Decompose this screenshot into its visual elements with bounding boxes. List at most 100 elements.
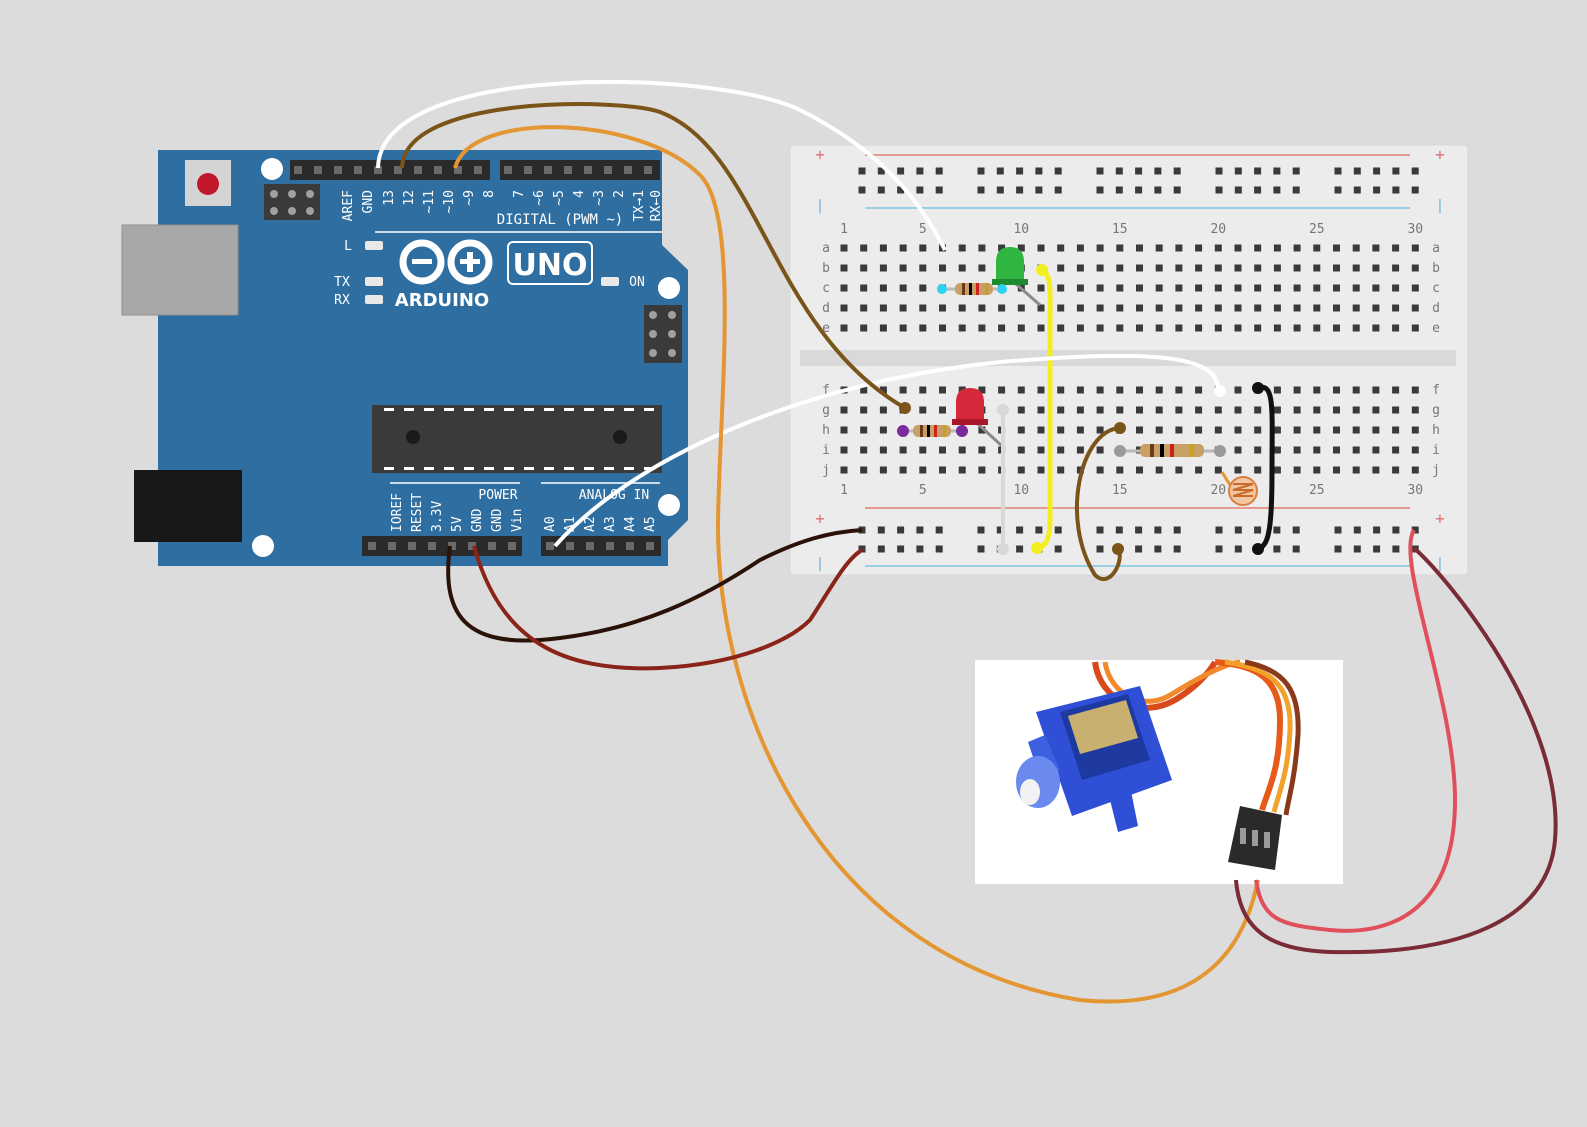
- breadboard-hole[interactable]: [899, 304, 907, 312]
- breadboard-hole[interactable]: [1352, 426, 1360, 434]
- breadboard-hole[interactable]: [1333, 386, 1340, 394]
- breadboard-hole[interactable]: [1057, 264, 1065, 272]
- header-pin[interactable]: [394, 166, 402, 174]
- breadboard-hole[interactable]: [1352, 244, 1360, 252]
- breadboard-hole[interactable]: [1254, 466, 1262, 474]
- breadboard-hole[interactable]: [1175, 426, 1183, 434]
- breadboard-hole[interactable]: [1254, 244, 1262, 252]
- breadboard-hole[interactable]: [1411, 386, 1419, 394]
- breadboard-hole[interactable]: [919, 264, 927, 272]
- breadboard-hole[interactable]: [1057, 406, 1065, 414]
- breadboard-hole[interactable]: [1273, 284, 1281, 292]
- breadboard-hole[interactable]: [1155, 386, 1163, 394]
- breadboard-hole[interactable]: [879, 446, 887, 454]
- breadboard-hole[interactable]: [899, 386, 907, 394]
- breadboard-hole[interactable]: [1352, 304, 1360, 312]
- breadboard-hole[interactable]: [1234, 324, 1242, 332]
- breadboard-hole[interactable]: [1116, 406, 1124, 414]
- rail-hole[interactable]: [1392, 186, 1400, 194]
- breadboard-hole[interactable]: [919, 304, 927, 312]
- breadboard-hole[interactable]: [1057, 446, 1065, 454]
- rail-hole[interactable]: [977, 186, 985, 194]
- breadboard-hole[interactable]: [1313, 426, 1321, 434]
- breadboard-hole[interactable]: [1076, 406, 1084, 414]
- rail-hole[interactable]: [1373, 186, 1381, 194]
- header-pin[interactable]: [546, 542, 554, 550]
- breadboard-hole[interactable]: [1254, 284, 1262, 292]
- header-pin[interactable]: [434, 166, 442, 174]
- breadboard-hole[interactable]: [1273, 264, 1281, 272]
- breadboard-hole[interactable]: [1096, 264, 1104, 272]
- breadboard-hole[interactable]: [1076, 426, 1084, 434]
- wire-white-a0[interactable]: [553, 353, 1222, 548]
- breadboard-hole[interactable]: [1017, 304, 1025, 312]
- breadboard-hole[interactable]: [1175, 406, 1183, 414]
- breadboard-hole[interactable]: [840, 324, 848, 332]
- breadboard-hole[interactable]: [879, 284, 887, 292]
- breadboard-hole[interactable]: [1352, 406, 1360, 414]
- rail-hole[interactable]: [1234, 545, 1242, 553]
- rail-hole[interactable]: [1215, 167, 1223, 175]
- breadboard-hole[interactable]: [1293, 244, 1301, 252]
- wire-maroon-servo[interactable]: [1234, 546, 1558, 955]
- breadboard-hole[interactable]: [939, 406, 946, 414]
- rail-hole[interactable]: [1411, 526, 1419, 534]
- breadboard-hole[interactable]: [1273, 304, 1281, 312]
- breadboard-hole[interactable]: [899, 324, 907, 332]
- breadboard-hole[interactable]: [1195, 406, 1203, 414]
- breadboard-hole[interactable]: [879, 406, 887, 414]
- header-pin[interactable]: [354, 166, 362, 174]
- breadboard-hole[interactable]: [1392, 406, 1400, 414]
- breadboard-hole[interactable]: [1057, 304, 1065, 312]
- breadboard-hole[interactable]: [1195, 324, 1203, 332]
- breadboard-hole[interactable]: [1155, 466, 1163, 474]
- rail-hole[interactable]: [1373, 545, 1381, 553]
- rail-hole[interactable]: [1273, 186, 1281, 194]
- breadboard-hole[interactable]: [840, 304, 848, 312]
- breadboard-hole[interactable]: [998, 244, 1006, 252]
- red-led[interactable]: [952, 388, 1004, 448]
- breadboard-hole[interactable]: [899, 284, 907, 292]
- rail-hole[interactable]: [1054, 526, 1062, 534]
- breadboard-hole[interactable]: [1214, 466, 1222, 474]
- rail-hole[interactable]: [1154, 186, 1162, 194]
- header-pin[interactable]: [566, 542, 574, 550]
- breadboard-hole[interactable]: [1333, 324, 1340, 332]
- rail-hole[interactable]: [1392, 526, 1400, 534]
- breadboard-hole[interactable]: [1136, 244, 1143, 252]
- breadboard-hole[interactable]: [1273, 426, 1281, 434]
- breadboard-hole[interactable]: [1254, 324, 1262, 332]
- rail-hole[interactable]: [996, 167, 1004, 175]
- rail-hole[interactable]: [1096, 186, 1104, 194]
- header-pin[interactable]: [646, 542, 654, 550]
- breadboard-hole[interactable]: [1116, 284, 1124, 292]
- breadboard-hole[interactable]: [978, 446, 986, 454]
- breadboard-hole[interactable]: [1136, 264, 1143, 272]
- breadboard-hole[interactable]: [1352, 386, 1360, 394]
- breadboard-hole[interactable]: [1175, 324, 1183, 332]
- rail-hole[interactable]: [1334, 526, 1342, 534]
- breadboard-hole[interactable]: [1372, 324, 1380, 332]
- digital-header-right[interactable]: [500, 160, 660, 180]
- rail-hole[interactable]: [1096, 526, 1104, 534]
- breadboard-hole[interactable]: [1273, 386, 1281, 394]
- breadboard-hole[interactable]: [978, 304, 986, 312]
- rail-hole[interactable]: [1016, 526, 1024, 534]
- breadboard-hole[interactable]: [1175, 244, 1183, 252]
- breadboard-hole[interactable]: [1037, 446, 1045, 454]
- breadboard-hole[interactable]: [879, 264, 887, 272]
- breadboard-hole[interactable]: [1116, 264, 1124, 272]
- breadboard-hole[interactable]: [1096, 406, 1104, 414]
- breadboard-hole[interactable]: [1234, 264, 1242, 272]
- rail-hole[interactable]: [1254, 526, 1262, 534]
- rail-hole[interactable]: [1016, 167, 1024, 175]
- breadboard-hole[interactable]: [1254, 406, 1262, 414]
- breadboard-hole[interactable]: [939, 466, 946, 474]
- breadboard-hole[interactable]: [1352, 446, 1360, 454]
- rail-hole[interactable]: [1392, 545, 1400, 553]
- rail-hole[interactable]: [1115, 167, 1123, 175]
- breadboard-hole[interactable]: [860, 466, 868, 474]
- breadboard-rail-holes[interactable]: [858, 167, 1419, 553]
- breadboard-hole[interactable]: [1372, 386, 1380, 394]
- rail-hole[interactable]: [1115, 186, 1123, 194]
